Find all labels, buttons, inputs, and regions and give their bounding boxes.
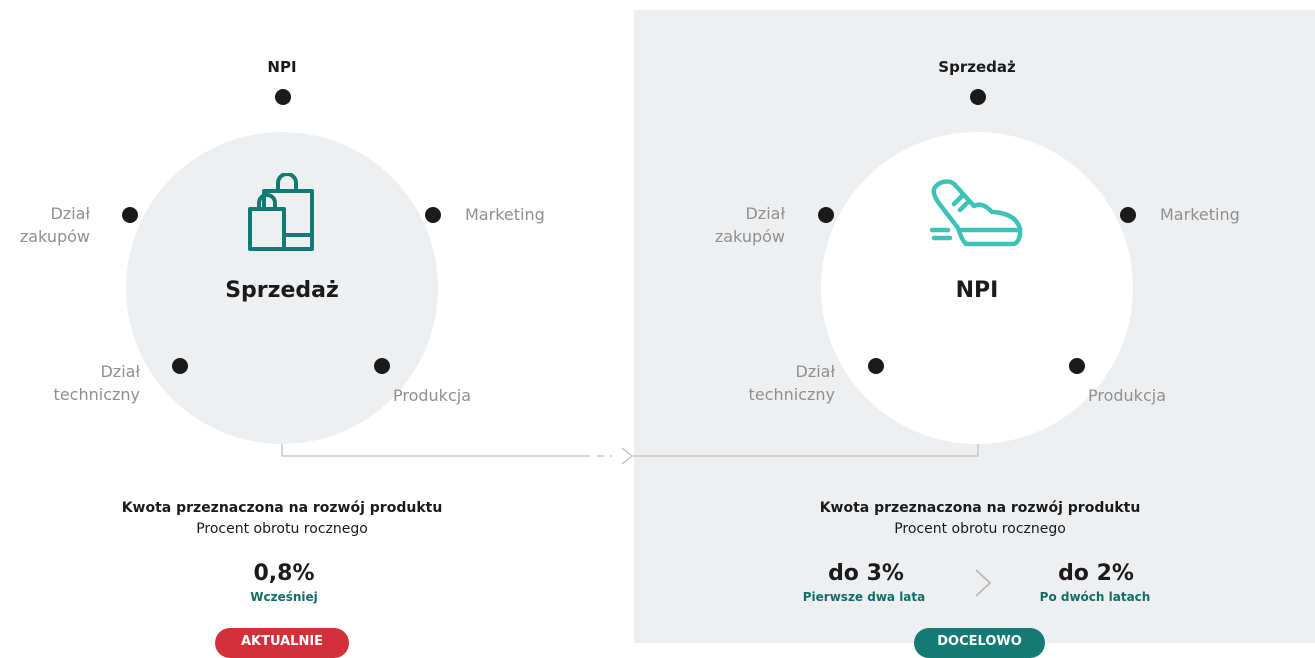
chevron-right-icon bbox=[975, 569, 992, 597]
running-shoe-icon bbox=[930, 179, 1023, 247]
target-label-purchasing: Dział zakupów bbox=[714, 204, 785, 246]
node-dot bbox=[122, 207, 138, 223]
target-center-title: NPI bbox=[955, 278, 999, 303]
target-info-subtitle: Procent obrotu rocznego bbox=[894, 521, 1066, 537]
node-dot bbox=[425, 207, 441, 223]
target-value-first: do 3% bbox=[828, 561, 904, 586]
current-label-marketing: Marketing bbox=[465, 205, 545, 224]
node-dot bbox=[1069, 358, 1085, 374]
target-value-first-label: Pierwsze dwa lata bbox=[802, 590, 926, 604]
node-dot bbox=[374, 358, 390, 374]
node-dot bbox=[970, 89, 986, 105]
current-state-badge: AKTUALNIE bbox=[215, 628, 349, 658]
shopping-bags-icon bbox=[248, 173, 314, 251]
target-info-title: Kwota przeznaczona na rozwój produktu bbox=[819, 500, 1141, 516]
target-state-badge: DOCELOWO bbox=[914, 628, 1045, 658]
target-value-second: do 2% bbox=[1058, 561, 1134, 586]
current-value-label: Wcześniej bbox=[250, 590, 318, 604]
current-info-subtitle: Procent obrotu rocznego bbox=[196, 521, 368, 537]
current-label-production: Produkcja bbox=[393, 386, 471, 405]
node-dot bbox=[172, 358, 188, 374]
node-dot bbox=[868, 358, 884, 374]
connector-arrowhead-right-icon bbox=[621, 447, 634, 465]
target-value-second-label: Po dwóch latach bbox=[1039, 590, 1151, 604]
current-top-label: NPI bbox=[267, 58, 297, 76]
current-center-title: Sprzedaż bbox=[225, 278, 339, 303]
current-info-title: Kwota przeznaczona na rozwój produktu bbox=[121, 500, 443, 516]
node-dot bbox=[818, 207, 834, 223]
current-org-circle bbox=[126, 132, 438, 444]
current-label-technical: Dział techniczny bbox=[53, 362, 140, 404]
target-label-production: Produkcja bbox=[1088, 386, 1166, 405]
node-dot bbox=[1120, 207, 1136, 223]
target-label-marketing: Marketing bbox=[1160, 205, 1240, 224]
target-label-technical: Dział techniczny bbox=[748, 362, 835, 404]
target-org-circle bbox=[821, 132, 1133, 444]
target-top-label: Sprzedaż bbox=[938, 58, 1016, 76]
current-label-purchasing: Dział zakupów bbox=[19, 204, 90, 246]
current-value: 0,8% bbox=[253, 561, 315, 586]
node-dot bbox=[275, 89, 291, 105]
